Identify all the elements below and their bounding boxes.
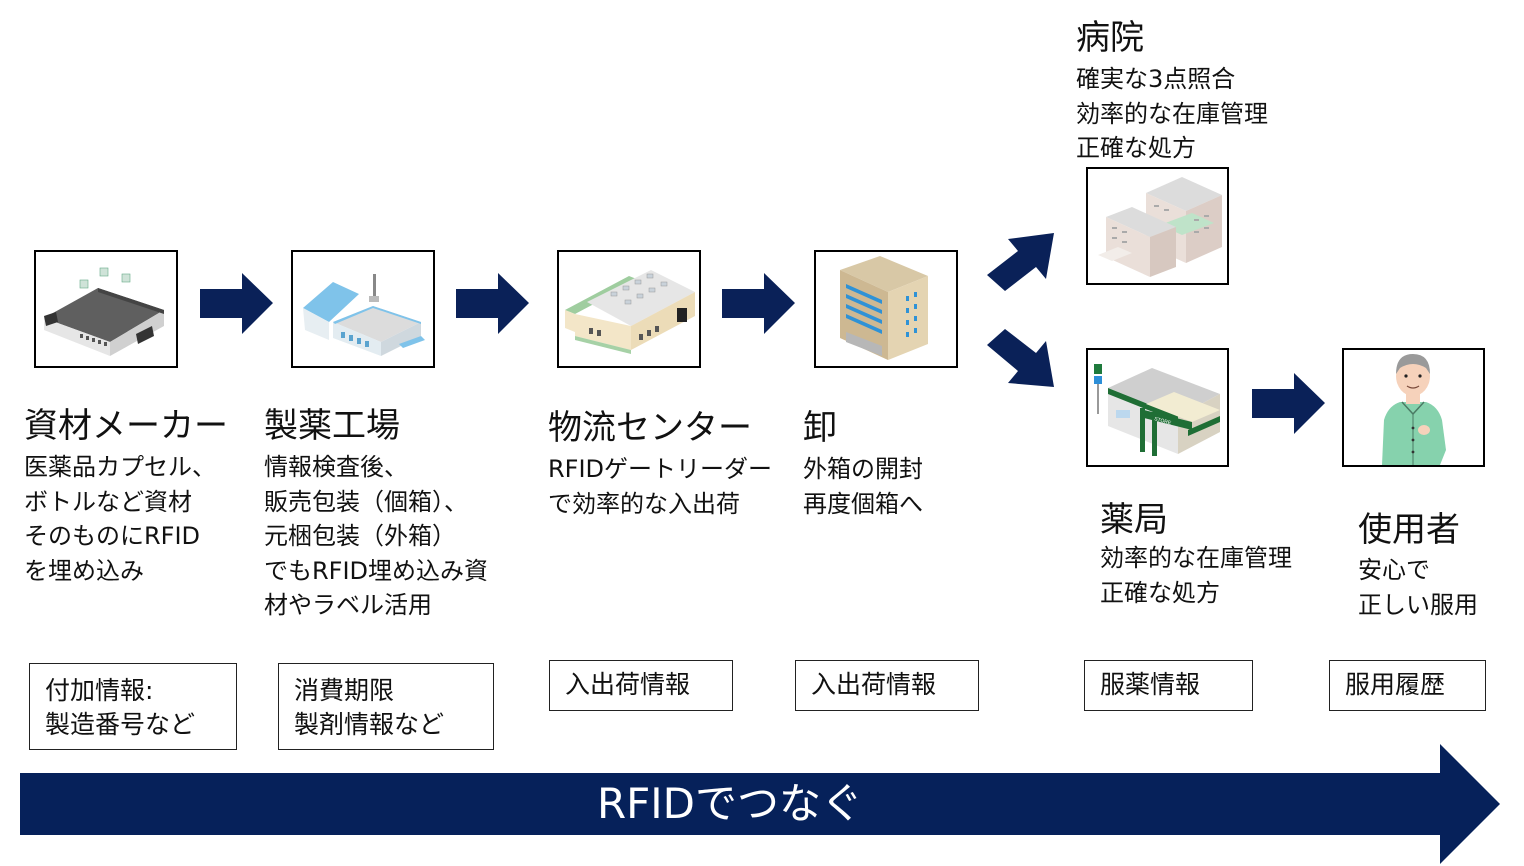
right-arrow-icon — [200, 273, 273, 334]
description-line: でもRFID埋め込み資 — [264, 556, 489, 585]
info-line: 入出荷情報 — [565, 670, 691, 699]
user-title: 使用者 — [1358, 510, 1460, 550]
flow-arrow-2 — [456, 273, 529, 334]
description-line: RFIDゲートリーダー — [548, 455, 773, 483]
description-line: 安心で — [1358, 556, 1430, 584]
logistics-center-description: RFIDゲートリーダー で効率的な入出荷 — [548, 452, 772, 521]
flow-arrow-3 — [722, 273, 795, 334]
info-line: 消費期限 — [294, 676, 395, 705]
banner-label: RFIDでつなぐ — [596, 779, 864, 828]
logistics-center-title: 物流センター — [548, 408, 752, 448]
material-maker-title: 資材メーカー — [24, 406, 228, 446]
wholesaler-title: 卸 — [803, 408, 837, 448]
pharmacy-image: STORE — [1086, 348, 1229, 467]
user-description: 安心で 正しい服用 — [1358, 553, 1478, 622]
factory-building-icon — [303, 274, 425, 356]
flow-arrow-1 — [200, 273, 273, 334]
user-image — [1342, 348, 1485, 467]
wholesaler-image — [814, 250, 958, 368]
material-maker-image — [34, 250, 178, 368]
logistics-center-image — [557, 250, 701, 368]
hospital-image — [1086, 167, 1229, 285]
material-maker-description: 医薬品カプセル、 ボトルなど資材 そのものにRFID を埋め込み — [24, 450, 216, 588]
info-line: 入出荷情報 — [811, 670, 937, 699]
logistics-warehouse-icon — [565, 270, 695, 354]
description-line: 情報検査後、 — [264, 453, 408, 481]
pharma-factory-info-box: 消費期限 製剤情報など — [278, 663, 494, 750]
description-line: 材やラベル活用 — [264, 591, 432, 619]
right-arrow-icon — [456, 273, 529, 334]
svg-text:STORE: STORE — [1153, 416, 1172, 426]
hospital-description: 確実な3点照合 効率的な在庫管理 正確な処方 — [1076, 62, 1268, 166]
wholesaler-info-box: 入出荷情報 — [795, 660, 979, 711]
right-arrow-icon — [1252, 373, 1325, 434]
pharmacy-info-box: 服薬情報 — [1084, 660, 1253, 711]
description-line: 正確な処方 — [1076, 134, 1196, 162]
hospital-building-icon — [1098, 177, 1222, 277]
flow-arrow-4 — [1252, 373, 1325, 434]
pharma-factory-description: 情報検査後、 販売包装（個箱）、 元梱包装（外箱） でもRFID埋め込み資 材や… — [264, 450, 488, 623]
pharmacy-store-icon: STORE — [1094, 364, 1220, 456]
description-line: 正確な処方 — [1100, 578, 1220, 607]
description-line: で効率的な入出荷 — [548, 489, 740, 518]
info-line: 製剤情報など — [294, 710, 445, 739]
office-building-icon — [840, 256, 928, 360]
description-line: 効率的な在庫管理 — [1076, 99, 1268, 128]
material-maker-info-box: 付加情報: 製造番号など — [29, 663, 237, 750]
wholesaler-description: 外箱の開封 再度個箱へ — [803, 452, 923, 521]
flow-arrow-down-right — [982, 325, 1062, 395]
user-info-box: 服用履歴 — [1329, 660, 1486, 711]
description-line: ボトルなど資材 — [24, 487, 192, 516]
description-line: 正しい服用 — [1358, 590, 1478, 619]
description-line: 元梱包装（外箱） — [264, 522, 456, 550]
pharma-factory-title: 製薬工場 — [264, 406, 400, 446]
info-line: 服薬情報 — [1100, 670, 1201, 699]
logistics-center-info-box: 入出荷情報 — [549, 660, 733, 711]
warehouse-building-icon — [44, 267, 164, 356]
pharmacy-description: 効率的な在庫管理 正確な処方 — [1100, 541, 1292, 610]
description-line: 外箱の開封 — [803, 455, 923, 483]
down-right-arrow-icon — [987, 329, 1054, 387]
up-right-arrow-icon — [987, 233, 1054, 291]
patient-person-icon — [1382, 354, 1446, 465]
description-line: 再度個箱へ — [803, 489, 923, 518]
description-line: そのものにRFID — [24, 522, 201, 550]
banner-arrow-shape — [20, 744, 1500, 864]
description-line: 効率的な在庫管理 — [1100, 544, 1292, 572]
flow-arrow-up-right — [982, 225, 1062, 295]
description-line: 医薬品カプセル、 — [24, 453, 216, 481]
info-line: 付加情報: — [45, 676, 154, 705]
description-line: 確実な3点照合 — [1076, 65, 1236, 93]
info-line: 服用履歴 — [1345, 670, 1446, 699]
info-line: 製造番号など — [45, 710, 196, 739]
pharmacy-title: 薬局 — [1100, 500, 1168, 540]
right-arrow-icon — [722, 273, 795, 334]
pharma-factory-image — [291, 250, 435, 368]
description-line: 販売包装（個箱）、 — [264, 487, 468, 516]
hospital-title: 病院 — [1076, 18, 1144, 58]
description-line: を埋め込み — [24, 556, 144, 585]
